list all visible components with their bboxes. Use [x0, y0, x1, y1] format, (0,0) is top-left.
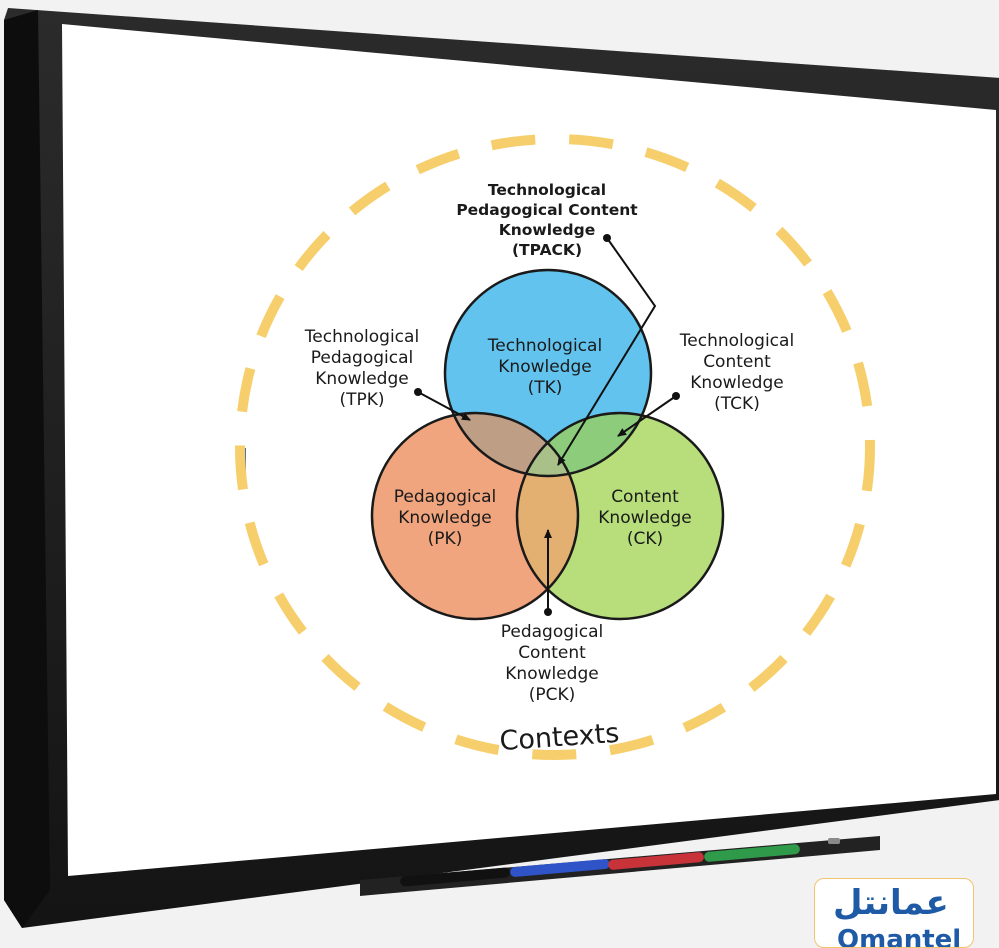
tck-label-line: (TCK)	[714, 394, 760, 414]
tray-button	[828, 838, 840, 844]
pck-label-line: Pedagogical	[501, 622, 604, 642]
tck-label: Technological Content Knowledge (TCK)	[679, 331, 794, 414]
tpk-dot	[414, 388, 422, 396]
pk-label: Pedagogical Knowledge (PK)	[394, 487, 497, 549]
tk-label: Technological Knowledge (TK)	[487, 336, 602, 398]
pck-label-line: (PCK)	[529, 685, 576, 705]
tpk-label-line: Pedagogical	[311, 348, 414, 368]
tk-label-line: (TK)	[528, 378, 563, 398]
tpack-label-line: Knowledge	[499, 221, 596, 239]
pen-black	[400, 867, 510, 887]
tk-ck-overlap	[517, 413, 651, 476]
tck-label-line: Content	[703, 352, 771, 372]
tpk-label-line: (TPK)	[339, 390, 384, 410]
tk-label-line: Technological	[487, 336, 602, 356]
tk-outline	[443, 268, 653, 478]
pck-label: Pedagogical Content Knowledge (PCK)	[501, 622, 604, 705]
tpk-label: Technological Pedagogical Knowledge (TPK…	[304, 327, 419, 410]
pen-green	[704, 844, 800, 862]
omantel-logo-english: Omantel	[837, 925, 962, 948]
tpack-dot	[603, 234, 611, 242]
tk-label-line: Knowledge	[498, 357, 591, 377]
tck-label-line: Technological	[679, 331, 794, 351]
tpack-label-line: Pedagogical Content	[456, 201, 638, 219]
ck-label-line: (CK)	[627, 529, 663, 549]
tpack-label-line: (TPACK)	[512, 241, 582, 259]
pen-blue	[510, 859, 610, 877]
tpack-label-line: Technological	[488, 181, 606, 199]
tk-pk-overlap	[445, 413, 578, 476]
omantel-logo: عمانتل Omantel	[814, 878, 974, 948]
pk-label-line: Knowledge	[398, 508, 491, 528]
pck-dot	[544, 608, 552, 616]
ck-label: Content Knowledge (CK)	[598, 487, 691, 549]
contexts-ring	[235, 134, 875, 760]
pck-label-line: Knowledge	[505, 664, 598, 684]
tpk-label-line: Technological	[304, 327, 419, 347]
tpack-label: Technological Pedagogical Content Knowle…	[456, 181, 638, 259]
tpk-connector	[417, 391, 471, 421]
pk-label-line: Pedagogical	[394, 487, 497, 507]
ck-outline	[515, 411, 725, 621]
tpk-label-line: Knowledge	[315, 369, 408, 389]
tpack-connector	[557, 237, 657, 466]
tck-label-line: Knowledge	[690, 373, 783, 393]
ck-label-line: Content	[611, 487, 679, 507]
ck-label-line: Knowledge	[598, 508, 691, 528]
omantel-logo-arabic: عمانتل	[833, 883, 949, 923]
pk-label-line: (PK)	[428, 529, 463, 549]
tck-dot	[672, 392, 680, 400]
board-frame-edge	[4, 10, 50, 928]
tck-connector	[617, 395, 677, 437]
pen-red	[608, 852, 704, 870]
pk-outline	[370, 411, 580, 621]
pck-label-line: Content	[518, 643, 586, 663]
